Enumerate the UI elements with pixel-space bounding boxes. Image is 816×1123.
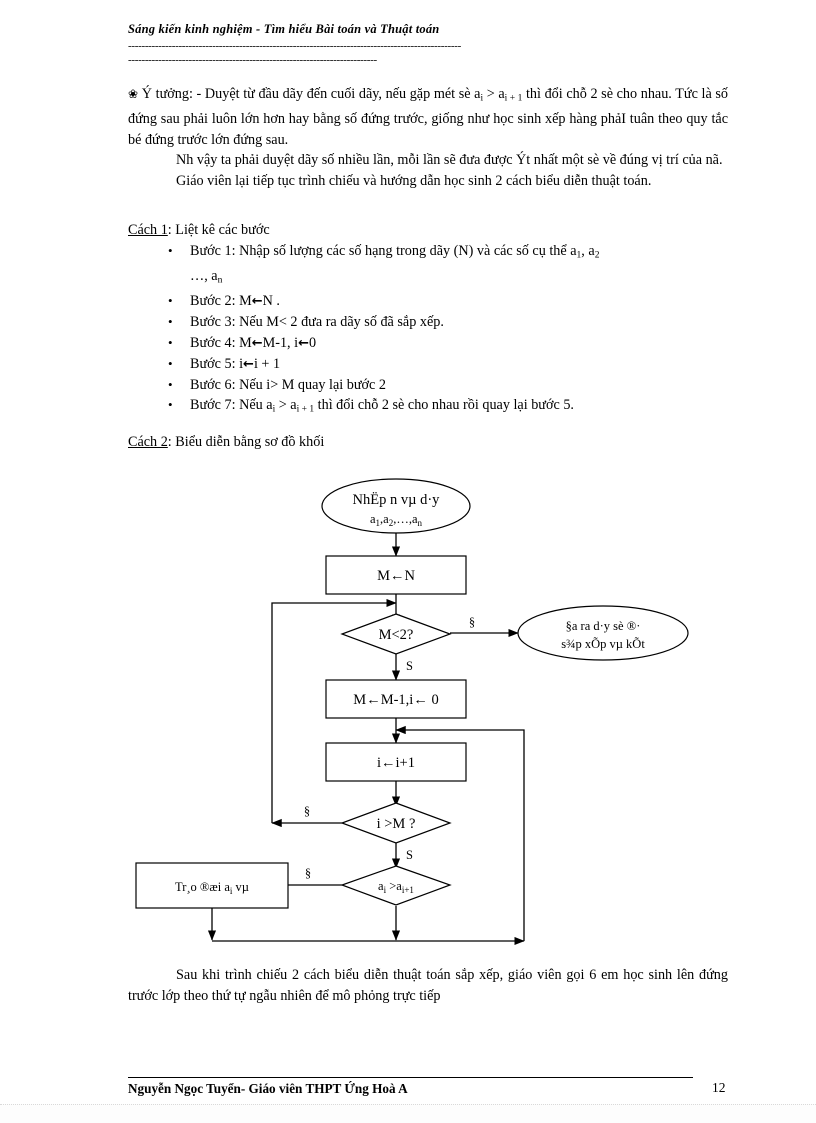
edge-label-false-2: S xyxy=(406,848,413,862)
flow-box-assign-m-i-label: M←M-1,i← 0 xyxy=(353,692,438,708)
step-7-mid: > a xyxy=(275,397,297,414)
bullet-icon: • xyxy=(168,314,173,330)
left-arrow-icon: ← xyxy=(298,335,309,351)
step-3-text: Bước 3: Nếu M< 2 đưa ra dãy số đã sắp xế… xyxy=(190,314,444,331)
edge-loop-back-to-decision xyxy=(271,598,397,823)
idea-label: Ý tưởng: xyxy=(141,86,193,102)
flow-box-assign-m-n xyxy=(325,555,467,595)
edge-label-true-3: § xyxy=(305,866,311,880)
step-1-sub-2: 2 xyxy=(594,250,600,261)
bullet-icon: • xyxy=(168,355,173,371)
header-divider-short: ----------------------------------------… xyxy=(128,55,377,66)
cach-1-rest: : Liệt kê các bước xyxy=(167,222,270,238)
step-2-post: N . xyxy=(262,292,280,309)
flow-box-increment-i-label: i←i+1 xyxy=(377,755,415,771)
footer-divider xyxy=(128,1077,693,1078)
bullet-icon: • xyxy=(168,377,173,393)
flower-bullet-icon: ❀ xyxy=(128,87,139,101)
paragraph-conclusion: Nh vậy ta phải duyệt dãy số nhiều lần, m… xyxy=(176,152,723,169)
cach-1-label: Cách 1 xyxy=(128,222,168,238)
flow-decision-i-gt-m xyxy=(340,802,452,844)
idea-text-b: > a xyxy=(483,86,505,102)
header-divider-long: ----------------------------------------… xyxy=(128,41,461,52)
edge-label-false-1: S xyxy=(406,659,413,673)
step-1-cont-sub: n xyxy=(217,275,223,286)
flow-box-swap-label: Tr¸o ®æi ai vµ xyxy=(175,880,249,896)
list-item: • Bước 5: i←i + 1 xyxy=(128,354,728,375)
cach-2-rest: : Biểu diễn bằng sơ đồ khối xyxy=(167,434,325,450)
left-arrow-icon: ← xyxy=(251,335,263,351)
paragraph-idea: ❀ Ý tưởng: - Duyệt từ đầu dãy đến cuối d… xyxy=(128,84,728,150)
flow-decision-i-gt-m-label: i >M ? xyxy=(377,816,416,832)
idea-sub-1: i xyxy=(480,93,484,104)
left-arrow-icon: ← xyxy=(251,293,263,309)
list-item: • Bước 2: M←N . xyxy=(128,291,728,312)
step-1-sub-1: 1 xyxy=(576,250,582,261)
edge-loop-back-to-increment xyxy=(395,725,525,941)
step-4-mid: M-1, i xyxy=(262,334,299,351)
step-1-cont-pre: …, a xyxy=(190,267,218,284)
page-bottom-edge xyxy=(0,1104,816,1123)
bullet-icon: • xyxy=(168,292,173,308)
step-7-post: thì đổi chỗ 2 sè cho nhau rồi quay lại b… xyxy=(314,397,574,414)
document-header: Sáng kiến kinh nghiệm - Tìm hiểu Bài toá… xyxy=(128,22,728,66)
flow-decision-m-less-2-label: M<2? xyxy=(379,627,414,643)
flow-box-increment-i xyxy=(325,742,467,782)
flow-output-line-2: s¾p xÕp vµ kÕt xyxy=(561,637,645,651)
idea-text-a: - Duyệt từ đầu dãy đến cuối dãy, nếu gặp… xyxy=(192,86,481,102)
flow-decision-m-less-2 xyxy=(340,613,452,655)
flow-output-oval xyxy=(517,605,689,661)
flow-box-assign-m-n-label: M←N xyxy=(377,568,415,584)
flow-box-assign-m-i xyxy=(325,679,467,719)
closing-text: Sau khi trình chiếu 2 cách biểu diễn thu… xyxy=(128,967,728,1004)
step-1-mid: , a xyxy=(581,243,595,259)
list-item: • Bước 3: Nếu M< 2 đưa ra dãy số đã sắp … xyxy=(128,312,728,332)
edge-label-true-2: § xyxy=(304,804,310,818)
list-item: • Bước 4: M←M-1, i←0 xyxy=(128,333,728,354)
left-arrow-icon: ← xyxy=(243,356,254,372)
flow-start-line-1: NhËp n vµ d·y xyxy=(353,491,441,508)
step-4-pre: Bước 4: M xyxy=(190,334,252,351)
steps-list: • Bước 1: Nhập số lượng các số hạng tron… xyxy=(128,241,728,420)
step-1-continuation: …, an xyxy=(128,266,728,291)
intro-paragraphs: ❀ Ý tưởng: - Duyệt từ đầu dãy đến cuối d… xyxy=(128,84,728,191)
step-5-pre: Bước 5: i xyxy=(190,355,244,372)
step-4-post: 0 xyxy=(308,334,317,351)
step-7-pre: Bước 7: Nếu a xyxy=(190,397,273,414)
list-item: • Bước 7: Nếu ai > ai + 1 thì đổi chỗ 2 … xyxy=(128,395,728,420)
step-1-pre: Bước 1: Nhập số lượng các số hạng trong … xyxy=(190,243,577,259)
edge-label-true-1: § xyxy=(469,615,475,629)
flow-box-swap xyxy=(135,862,289,909)
step-6-text: Bước 6: Nếu i> M quay lại bước 2 xyxy=(190,377,386,394)
flow-output-line-1: §a ra d·y sè ®· xyxy=(566,619,641,633)
list-item: • Bước 1: Nhập số lượng các số hạng tron… xyxy=(128,241,728,266)
bullet-icon: • xyxy=(168,243,173,258)
paragraph-teacher: Giáo viên lại tiếp tục trình chiếu và hư… xyxy=(176,172,652,189)
step-7-sub-2: i + 1 xyxy=(296,405,315,416)
bullet-icon: • xyxy=(168,397,173,413)
step-2-pre: Bước 2: M xyxy=(190,292,252,309)
bullet-icon: • xyxy=(168,334,173,350)
idea-sub-2: i + 1 xyxy=(504,93,523,104)
heading-cach-2: Cách 2: Biểu diễn bằng sơ đồ khối xyxy=(128,432,324,452)
cach-2-label: Cách 2 xyxy=(128,434,168,450)
flow-decision-ai-gt-ai1 xyxy=(340,865,452,906)
step-5-post: i + 1 xyxy=(253,355,281,372)
page-number: 12 xyxy=(712,1080,726,1095)
heading-cach-1: Cách 1: Liệt kê các bước xyxy=(128,220,270,240)
closing-paragraph: Sau khi trình chiếu 2 cách biểu diễn thu… xyxy=(128,965,728,1006)
footer-author: Nguyễn Ngọc Tuyển- Giáo viên THPT Ứng Ho… xyxy=(128,1081,408,1096)
idea-text-c: thì đổi chỗ 2 sè cho nhau. Tức là số đứn… xyxy=(128,86,728,148)
flow-start-line-2: a1,a2,…,an xyxy=(370,512,423,528)
flowchart-diagram: NhËp n vµ d·y a1,a2,…,an M←N M<2? § S §a… xyxy=(0,458,816,958)
step-7-sub-1: i xyxy=(272,405,276,416)
list-item: • Bước 6: Nếu i> M quay lại bước 2 xyxy=(128,375,728,395)
flow-start-oval xyxy=(321,478,471,534)
header-title: Sáng kiến kinh nghiệm - Tìm hiểu Bài toá… xyxy=(128,22,440,36)
